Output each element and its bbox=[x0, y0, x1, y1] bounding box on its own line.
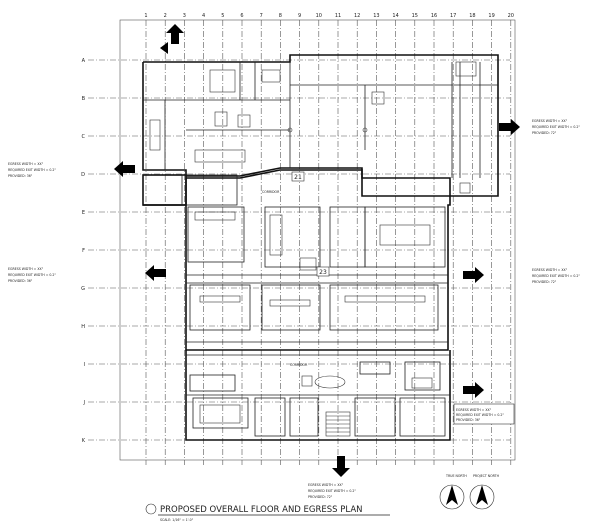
grid-column-label: 17 bbox=[450, 13, 456, 19]
grid-row-label: D bbox=[81, 172, 85, 178]
svg-text:EGRESS WIDTH = XX": EGRESS WIDTH = XX" bbox=[532, 119, 568, 123]
svg-text:PROJECT NORTH: PROJECT NORTH bbox=[473, 474, 500, 478]
egress-arrow-left-upper bbox=[114, 161, 135, 177]
room-tag-23: 23 bbox=[316, 266, 330, 277]
grid-column-label: 14 bbox=[392, 13, 398, 19]
room-tag-21-text: 21 bbox=[294, 174, 302, 181]
egress-note-left-mid: EGRESS WIDTH = XX" REQUIRED EXIT WIDTH =… bbox=[8, 267, 56, 283]
grid-row-label: F bbox=[82, 248, 85, 254]
drawing-title: PROPOSED OVERALL FLOOR AND EGRESS PLAN bbox=[160, 505, 363, 515]
svg-text:EGRESS WIDTH = XX": EGRESS WIDTH = XX" bbox=[532, 268, 568, 272]
grid-column-label: 9 bbox=[298, 13, 301, 19]
grid-row-label: E bbox=[82, 210, 85, 216]
grid-column-label: 10 bbox=[316, 13, 322, 19]
grid-column-label: 12 bbox=[354, 13, 360, 19]
grid-row-label: A bbox=[82, 58, 86, 64]
grid-column-label: 4 bbox=[202, 13, 205, 19]
grid-column-label: 8 bbox=[279, 13, 282, 19]
egress-arrow-bottom bbox=[332, 456, 350, 477]
svg-text:REQUIRED EXIT WIDTH = 0.2": REQUIRED EXIT WIDTH = 0.2" bbox=[456, 413, 504, 417]
room-tag-21: 21 bbox=[291, 171, 305, 182]
svg-text:REQUIRED EXIT WIDTH = 0.2": REQUIRED EXIT WIDTH = 0.2" bbox=[532, 125, 580, 129]
grid-row-label: C bbox=[82, 134, 86, 140]
svg-text:REQUIRED EXIT WIDTH = 0.2": REQUIRED EXIT WIDTH = 0.2" bbox=[532, 274, 580, 278]
svg-text:EGRESS WIDTH = XX": EGRESS WIDTH = XX" bbox=[308, 483, 344, 487]
grid-column-label: 6 bbox=[240, 13, 243, 19]
svg-text:PROVIDED: 36": PROVIDED: 36" bbox=[8, 174, 33, 178]
egress-arrow-right-mid bbox=[463, 267, 484, 283]
grid-row-label: J bbox=[83, 400, 85, 406]
project-north-arrow-icon: PROJECT NORTH bbox=[469, 474, 500, 510]
egress-note-right-upper: EGRESS WIDTH = XX" REQUIRED EXIT WIDTH =… bbox=[532, 119, 580, 135]
egress-arrow-left-mid bbox=[145, 265, 166, 281]
north-arrow-icon: TRUE NORTH bbox=[439, 474, 467, 510]
corridor-label-south: CORRIDOR bbox=[290, 363, 308, 367]
grid-column-label: 11 bbox=[335, 13, 341, 19]
svg-text:PROVIDED: 36": PROVIDED: 36" bbox=[456, 418, 481, 422]
svg-text:PROVIDED: 72": PROVIDED: 72" bbox=[308, 495, 333, 499]
grid-column-label: 19 bbox=[488, 13, 494, 19]
grid-column-label: 2 bbox=[164, 13, 167, 19]
dimension-frame bbox=[119, 19, 516, 461]
grid-column-label: 3 bbox=[183, 13, 186, 19]
drawing-scale: SCALE: 1/16" = 1'-0" bbox=[160, 518, 194, 522]
svg-text:PROVIDED: 72": PROVIDED: 72" bbox=[532, 131, 557, 135]
egress-note-right-low: EGRESS WIDTH = XX" REQUIRED EXIT WIDTH =… bbox=[453, 403, 515, 425]
svg-text:REQUIRED EXIT WIDTH = 0.2": REQUIRED EXIT WIDTH = 0.2" bbox=[8, 273, 56, 277]
grid-row-label: B bbox=[82, 96, 86, 102]
grid-column-label: 15 bbox=[412, 13, 418, 19]
grid-column-label: 20 bbox=[508, 13, 514, 19]
egress-arrow-top bbox=[160, 24, 184, 54]
svg-text:PROVIDED: 36": PROVIDED: 36" bbox=[8, 279, 33, 283]
room-tag-23-text: 23 bbox=[319, 269, 327, 276]
grid-column-label: 5 bbox=[221, 13, 224, 19]
grid-column-label: 18 bbox=[469, 13, 475, 19]
svg-text:EGRESS WIDTH = XX": EGRESS WIDTH = XX" bbox=[8, 267, 44, 271]
grid-row-label: G bbox=[81, 286, 85, 292]
egress-note-right-mid: EGRESS WIDTH = XX" REQUIRED EXIT WIDTH =… bbox=[532, 268, 580, 284]
grid-row-label: K bbox=[82, 438, 86, 444]
grid-column-label: 13 bbox=[373, 13, 379, 19]
building-outline bbox=[142, 54, 499, 441]
drawing-title-block: PROPOSED OVERALL FLOOR AND EGRESS PLAN S… bbox=[145, 503, 390, 522]
grid-row-label: H bbox=[81, 324, 85, 330]
grid-column-label: 16 bbox=[431, 13, 437, 19]
svg-text:REQUIRED EXIT WIDTH = 0.2": REQUIRED EXIT WIDTH = 0.2" bbox=[8, 168, 56, 172]
egress-note-bottom: EGRESS WIDTH = XX" REQUIRED EXIT WIDTH =… bbox=[308, 483, 356, 499]
egress-arrow-right-upper bbox=[499, 119, 520, 135]
grid-column-label: 1 bbox=[144, 13, 147, 19]
svg-text:TRUE NORTH: TRUE NORTH bbox=[445, 474, 467, 478]
grid-row-label: I bbox=[84, 362, 85, 368]
svg-text:EGRESS WIDTH = XX": EGRESS WIDTH = XX" bbox=[8, 162, 44, 166]
svg-text:REQUIRED EXIT WIDTH = 0.2": REQUIRED EXIT WIDTH = 0.2" bbox=[308, 489, 356, 493]
grid-column-label: 7 bbox=[260, 13, 263, 19]
svg-text:PROVIDED: 72": PROVIDED: 72" bbox=[532, 280, 557, 284]
egress-arrow-right-low bbox=[463, 382, 484, 398]
egress-note-left-upper: EGRESS WIDTH = XX" REQUIRED EXIT WIDTH =… bbox=[8, 162, 56, 178]
svg-text:EGRESS WIDTH = XX": EGRESS WIDTH = XX" bbox=[456, 408, 492, 412]
corridor-label-north: CORRIDOR bbox=[262, 190, 280, 194]
stair bbox=[325, 411, 351, 437]
